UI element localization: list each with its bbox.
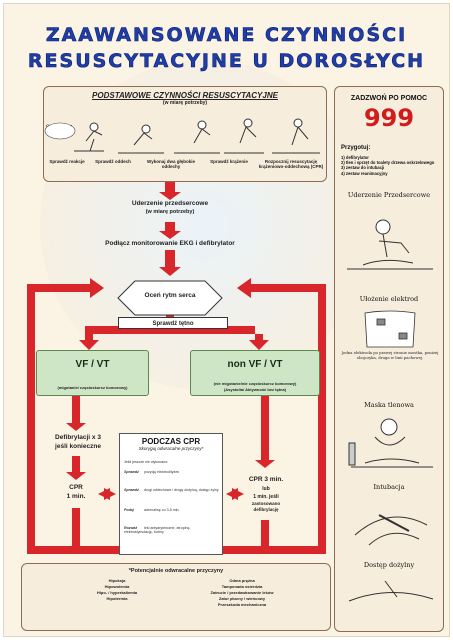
row-label: Rozważ bbox=[124, 526, 138, 530]
vf-vt-box: VF / VT (migotanie/ częstoskurcz komorow… bbox=[36, 350, 149, 396]
cause-item: Hipowolemia bbox=[104, 584, 130, 589]
cause-item: Hipotermia bbox=[106, 596, 128, 601]
step-check-circulation: Sprawdź krążenie bbox=[210, 159, 248, 164]
cpr-1min-time: 1 min. bbox=[66, 493, 86, 500]
during-cpr-box: PODCZAS CPR Skoryguj odwracalne przyczyn… bbox=[119, 433, 223, 555]
non-vf-vt-box: non VF / VT (nie migotanie/nie częstosku… bbox=[190, 350, 320, 396]
prepare-item: 1) defibrylator bbox=[341, 155, 369, 160]
during-cpr-row: Sprawdź drogi oddechowe i drogę dożylną, … bbox=[124, 488, 220, 492]
during-cpr-row: Podaj adrenalinę co 3-5 min. bbox=[124, 508, 220, 512]
precordial-thump-illustration bbox=[347, 219, 433, 270]
cpr-1min-label: CPR bbox=[69, 484, 83, 491]
non-vf-vt-sub2: (Asystolia/ Aktywność bez tętna) bbox=[223, 387, 287, 392]
precordial-thump-sub: (w miarę potrzeby) bbox=[145, 209, 195, 215]
call-for-help-label: ZADZWOŃ PO POMOC bbox=[350, 95, 428, 102]
basic-title: PODSTAWOWE CZYNNOŚCI RESUSCYTACYJNE bbox=[92, 91, 278, 100]
side-panel: ZADZWOŃ PO POMOC 999 Przygotuj: 1) defib… bbox=[334, 86, 444, 632]
step-two-breaths: Wykonaj dwa głębokie oddechy bbox=[147, 159, 195, 169]
prepare-list: 1) defibrylator 2) tlen i sprzęt do toal… bbox=[341, 155, 434, 176]
vf-vt-sub: (migotanie/ częstoskurcz komorowy) bbox=[57, 385, 128, 390]
prepare-item: 2) tlen i sprzęt do toalety drzewa oskrz… bbox=[341, 160, 435, 166]
row-text: adrenalinę co 3-5 min. bbox=[144, 508, 180, 512]
prepare-item: 4) zestaw reanimacyjny bbox=[341, 170, 388, 176]
precordial-thump-label: Uderzenie przedsercowe bbox=[131, 200, 209, 207]
iv-access-illustration bbox=[348, 580, 434, 602]
row-text: leki antyarytmiczne, atropinę, elektrost… bbox=[124, 526, 191, 535]
during-cpr-row: Sprawdź pozycję elektrod/łyżek bbox=[124, 470, 220, 474]
row-label: Sprawdź bbox=[124, 470, 139, 474]
cpr-3min-sub1: 1 min. jeśli bbox=[253, 494, 279, 500]
basic-life-support-panel: PODSTAWOWE CZYNNOŚCI RESUSCYTACYJNE (w m… bbox=[43, 86, 327, 182]
cause-item: Przeszkoda mechaniczna bbox=[217, 602, 267, 607]
intubation-illustration bbox=[354, 514, 428, 546]
oxygen-mask-illustration bbox=[348, 418, 433, 468]
electrode-illustration bbox=[364, 310, 416, 348]
basic-illustrations bbox=[44, 118, 320, 154]
step-check-response: Sprawdź reakcje bbox=[49, 159, 85, 164]
title-line-1: ZAAWANSOWANE CZYNNOŚCI bbox=[45, 24, 408, 47]
connect-ecg-label: Podłącz monitorowanie EKG i defibrylator bbox=[105, 240, 235, 247]
non-vf-vt-sub1: (nie migotanie/nie częstoskurcz komorowy… bbox=[213, 381, 297, 386]
cpr-3min-label: CPR 3 min. bbox=[248, 476, 284, 483]
causes-left-list: Hipoksja Hipowolemia Hipo- / hyperkaliem… bbox=[62, 578, 172, 602]
cause-item: Zator płucny / wieńcowy bbox=[218, 596, 266, 601]
row-label: Podaj bbox=[124, 508, 134, 512]
check-pulse-box: Sprawdź tętno bbox=[118, 317, 228, 329]
cause-item: Hipoksja bbox=[108, 578, 126, 583]
electrode-section-title: Ułożenie elektrod bbox=[359, 295, 419, 303]
during-cpr-subtitle: Skoryguj odwracalne przyczyny* bbox=[138, 446, 204, 451]
basic-subtitle: (w miarę potrzeby) bbox=[162, 100, 208, 106]
causes-right-list: Odma prężna Tamponada osierdzia Zatrucie… bbox=[182, 578, 302, 608]
vf-vt-title: VF / VT bbox=[75, 359, 110, 370]
precordial-thump-section-title: Uderzenie Przedsercowe bbox=[347, 191, 431, 199]
cause-item: Zatrucie / przedawkowanie leków bbox=[210, 590, 274, 595]
emergency-number: 999 bbox=[363, 104, 415, 132]
iv-access-section-title: Dostęp dożylny bbox=[363, 561, 415, 569]
row-label: Sprawdź bbox=[124, 488, 139, 492]
electrode-note: Jedna elektroda po prawej stronie mostka… bbox=[341, 350, 439, 360]
assess-rhythm-label: Oceń rytm serca bbox=[144, 292, 196, 299]
oxygen-mask-section-title: Maska tlenowa bbox=[364, 401, 414, 409]
defib-label-2: jeśli konieczne bbox=[55, 443, 101, 450]
during-cpr-title: PODCZAS CPR bbox=[141, 437, 201, 446]
defib-label-1: Defibrylacji x 3 bbox=[55, 434, 101, 441]
reversible-causes-title: *Potencjalnie odwracalne przyczyny bbox=[128, 568, 224, 574]
row-text: pozycję elektrod/łyżek bbox=[144, 470, 180, 474]
cause-item: Odma prężna bbox=[229, 578, 255, 583]
cause-item: Tamponada osierdzia bbox=[221, 584, 263, 589]
prepare-item: 3) zestaw do intubacji bbox=[341, 165, 385, 171]
reversible-causes-panel: *Potencjalnie odwracalne przyczyny Hipok… bbox=[21, 563, 331, 631]
step-check-breathing: Sprawdź oddech bbox=[95, 159, 131, 164]
cpr-3min-sub2: zastosowano bbox=[251, 501, 281, 506]
title-line-2: RESUSCYTACYJNE U DOROSŁYCH bbox=[27, 50, 426, 73]
row-text: drogi oddechowe i drogę dożylną, dostęp … bbox=[144, 488, 219, 492]
during-cpr-lead: Jeśli jeszcze nie wykonano: bbox=[124, 460, 169, 464]
cause-item: Hipo- / hyperkaliemia bbox=[96, 590, 138, 595]
intubation-section-title: Intubacja bbox=[373, 483, 405, 491]
prepare-title: Przygotuj: bbox=[341, 145, 371, 151]
non-vf-vt-title: non VF / VT bbox=[227, 359, 283, 370]
cpr-3min-sub3: defibrylację bbox=[253, 507, 279, 512]
cpr-3min-or: lub bbox=[262, 486, 270, 492]
step-start-cpr: Rozpocznij resuscytację krążeniowo-oddec… bbox=[258, 159, 324, 169]
